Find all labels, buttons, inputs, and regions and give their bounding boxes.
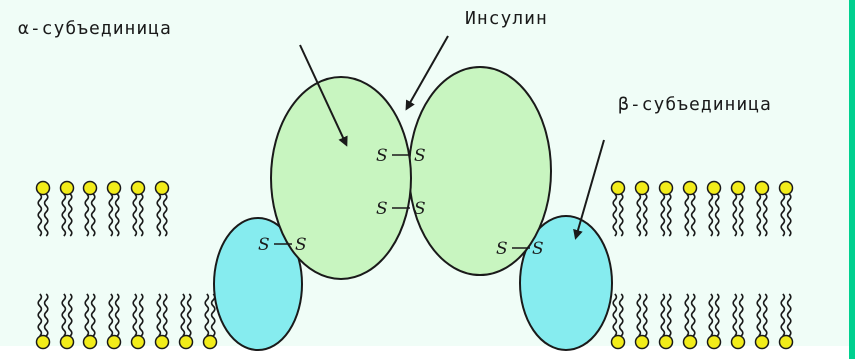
arrow-beta bbox=[573, 139, 605, 240]
bond-s-top-right: S bbox=[414, 146, 426, 166]
phospholipid bbox=[634, 293, 650, 350]
phospholipid bbox=[59, 293, 75, 350]
phospholipid bbox=[730, 180, 746, 237]
bond-s-top-left: S bbox=[376, 146, 388, 166]
phospholipid bbox=[778, 180, 794, 237]
phospholipid bbox=[154, 293, 170, 350]
bond-s-left-b: S bbox=[295, 235, 307, 255]
phospholipid bbox=[682, 180, 698, 237]
alpha-subunit-right bbox=[408, 66, 552, 276]
phospholipid bbox=[706, 180, 722, 237]
arrow-insulin bbox=[405, 35, 449, 111]
membrane-right bbox=[610, 180, 794, 350]
beta-subunit-right bbox=[519, 215, 613, 351]
phospholipid bbox=[706, 293, 722, 350]
phospholipid bbox=[778, 293, 794, 350]
bond-s-mid-left: S bbox=[376, 199, 388, 219]
phospholipid bbox=[59, 180, 75, 237]
phospholipid bbox=[634, 180, 650, 237]
phospholipid bbox=[730, 293, 746, 350]
phospholipid bbox=[754, 293, 770, 350]
phospholipid bbox=[178, 293, 194, 350]
phospholipid bbox=[658, 293, 674, 350]
phospholipid bbox=[682, 293, 698, 350]
phospholipid bbox=[154, 180, 170, 237]
phospholipid bbox=[202, 293, 218, 350]
phospholipid bbox=[754, 180, 770, 237]
bond-s-right-b: S bbox=[532, 239, 544, 259]
phospholipid bbox=[106, 180, 122, 237]
phospholipid bbox=[35, 293, 51, 350]
bond-s-right-a: S bbox=[496, 239, 508, 259]
bond-s-mid-right: S bbox=[414, 199, 426, 219]
arrow-alpha bbox=[299, 44, 348, 147]
phospholipid bbox=[82, 180, 98, 237]
bond-s-left-a: S bbox=[258, 235, 270, 255]
phospholipid bbox=[82, 293, 98, 350]
phospholipid bbox=[130, 293, 146, 350]
phospholipid bbox=[658, 180, 674, 237]
phospholipid bbox=[130, 180, 146, 237]
alpha-subunit-left bbox=[270, 76, 412, 280]
label-alpha-subunit: α-субъединица bbox=[18, 18, 172, 39]
phospholipid bbox=[610, 293, 626, 350]
phospholipid bbox=[35, 180, 51, 237]
membrane-left bbox=[35, 180, 218, 350]
phospholipid bbox=[106, 293, 122, 350]
label-beta-subunit: β-субъединица bbox=[618, 94, 772, 115]
phospholipid bbox=[610, 180, 626, 237]
label-insulin: Инсулин bbox=[465, 8, 548, 29]
beta-subunit-left bbox=[213, 217, 303, 351]
